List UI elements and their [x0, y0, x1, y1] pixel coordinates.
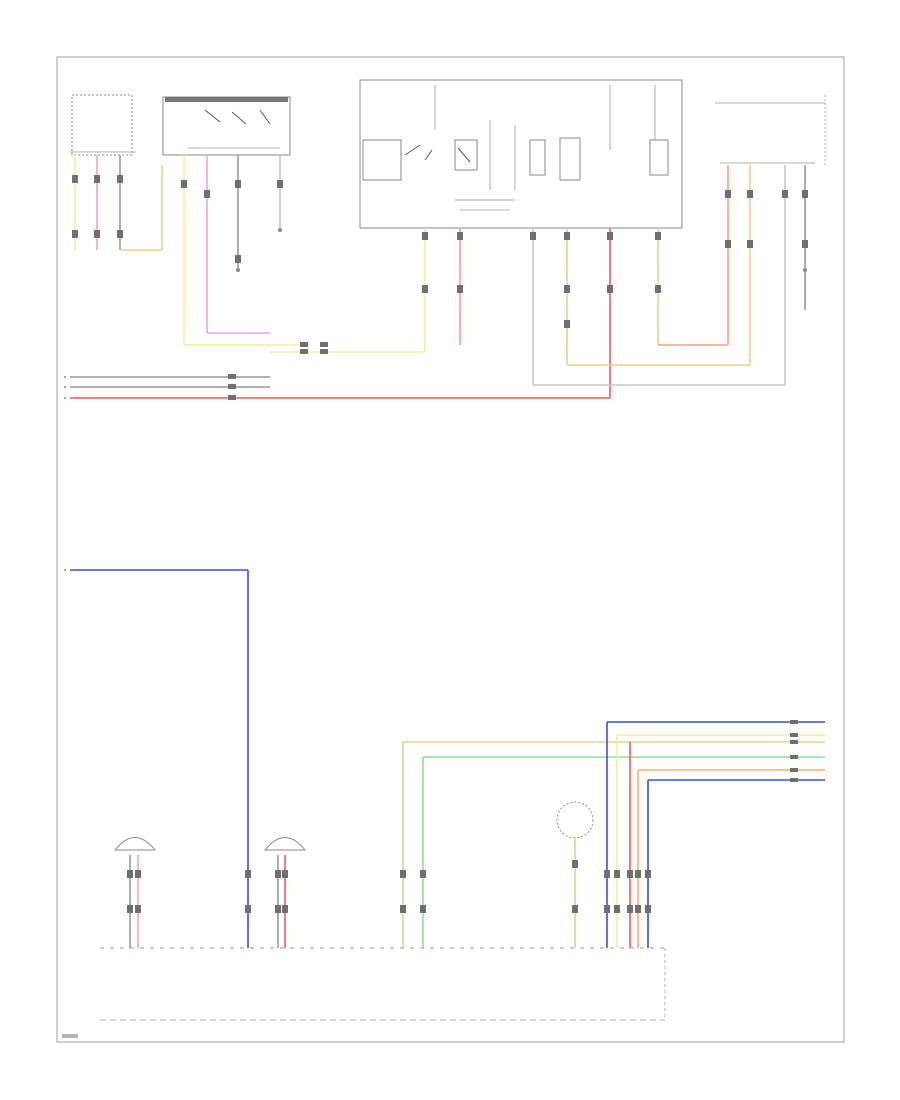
bottom-center-sensor	[263, 837, 307, 948]
right-bus-wires	[400, 720, 825, 948]
right-sensor-group	[533, 95, 826, 386]
page-number-mark	[62, 1034, 78, 1038]
switch-module	[162, 96, 291, 346]
blue-feed	[64, 569, 251, 948]
bottom-right-component	[556, 801, 594, 948]
left-sensor-group	[70, 94, 163, 251]
diagram-frame	[56, 56, 845, 1043]
bottom-left-sensor	[113, 837, 157, 948]
center-junction-box	[359, 79, 683, 398]
top-horizontal-runs	[64, 342, 610, 400]
bottom-module-pin-row	[100, 947, 666, 1021]
